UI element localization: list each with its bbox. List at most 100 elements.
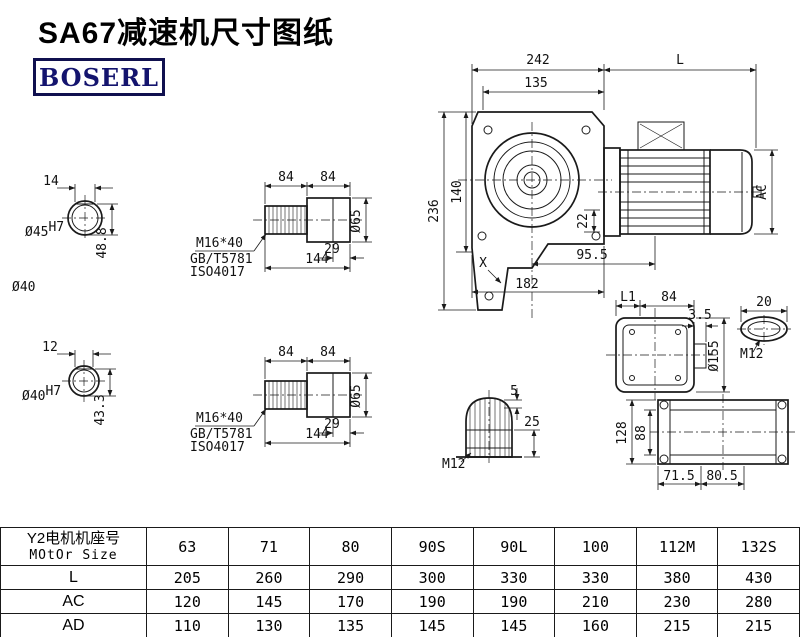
- dim-dia-65: Ø65: [349, 384, 364, 407]
- standard-gb: GB/T5781: [190, 252, 253, 267]
- shaft-view-top: 84 84 29 144 Ø65 M16*40 GB/T5781 ISO4017: [190, 170, 372, 280]
- bore-dia-label-45: Ø45H7: [25, 220, 64, 240]
- table-cell: 190: [390, 589, 474, 614]
- table-cell: 215: [717, 613, 800, 637]
- dim-20: 20: [756, 295, 772, 310]
- dim-keyway-14: 14: [43, 174, 59, 189]
- page-title: SA67减速机尺寸图纸: [38, 17, 335, 50]
- standard-iso: ISO4017: [190, 265, 245, 280]
- frame-size-header: 71: [227, 527, 311, 566]
- thread-spec: M16*40: [196, 411, 243, 426]
- row-label: AD: [0, 613, 147, 637]
- dim-71-5: 71.5: [663, 469, 694, 484]
- dim-keyway-12: 12: [42, 340, 58, 355]
- dim-182: 182: [515, 277, 538, 292]
- dim-25: 25: [524, 415, 540, 430]
- dim-242: 242: [526, 53, 549, 68]
- thread-m12-label: M12: [442, 457, 465, 472]
- plug-view: 5 25 M12: [442, 384, 540, 472]
- technical-drawing: 242 L 135 236 140 AC 22 95.5 182 X 14: [12, 53, 796, 490]
- dim-29: 29: [324, 242, 340, 257]
- dim-128: 128: [615, 421, 630, 444]
- table-cell: 135: [309, 613, 392, 637]
- table-cell: 330: [472, 565, 556, 590]
- dim-L: L: [676, 53, 684, 68]
- dim-AC: AC: [755, 184, 770, 200]
- dim-22: 22: [576, 213, 591, 229]
- table-cell: 145: [390, 613, 474, 637]
- dim-84-a: 84: [278, 345, 294, 360]
- frame-size-header: 80: [309, 527, 392, 566]
- bore-dia-value: Ø45: [25, 225, 48, 240]
- bore-tolerance: H7: [45, 384, 61, 399]
- bore-view-top: 14 Ø45H7 48.8 Ø40: [12, 174, 118, 295]
- table-cell: 290: [309, 565, 392, 590]
- dim-84-a: 84: [278, 170, 294, 185]
- dim-48-8: 48.8: [95, 227, 110, 258]
- table-cell: 205: [146, 565, 229, 590]
- table-cell: 230: [635, 589, 719, 614]
- table-cell: 170: [309, 589, 392, 614]
- dim-29: 29: [324, 417, 340, 432]
- table-cell: 380: [635, 565, 719, 590]
- dim-140: 140: [450, 180, 465, 203]
- dim-dia-155: Ø155: [707, 340, 722, 371]
- shaft-view-bottom: 84 84 29 144 Ø65 M16*40 GB/T5781 ISO4017: [190, 345, 372, 455]
- surface-mark-x: X: [479, 256, 487, 271]
- table-row-L: L 205 260 290 300 330 330 380 430: [0, 565, 800, 590]
- dim-236: 236: [427, 199, 442, 222]
- frame-size-header: 90S: [390, 527, 474, 566]
- thread-spec: M16*40: [196, 236, 243, 251]
- bore-tolerance: H7: [48, 220, 64, 235]
- row-label: L: [0, 565, 147, 590]
- dim-5: 5: [510, 384, 518, 399]
- bore-dia-label-40: Ø40H7: [22, 384, 61, 404]
- table-cell: 300: [390, 565, 474, 590]
- table-cell: 145: [472, 613, 556, 637]
- dim-84: 84: [661, 290, 677, 305]
- table-cell: 330: [554, 565, 637, 590]
- table-cell: 190: [472, 589, 556, 614]
- table-cell: 145: [227, 589, 311, 614]
- table-cell: 280: [717, 589, 800, 614]
- dim-144: 144: [305, 252, 329, 267]
- side-view: L1 84 3.5 Ø155 20 M12: [606, 290, 791, 400]
- table-cell: 120: [146, 589, 229, 614]
- dim-L1: L1: [620, 290, 636, 305]
- dim-135: 135: [524, 76, 547, 91]
- main-view: 242 L 135 236 140 AC 22 95.5 182 X: [427, 53, 778, 320]
- thread-m12-label: M12: [740, 347, 763, 362]
- table-cell: 130: [227, 613, 311, 637]
- table-cell: 260: [227, 565, 311, 590]
- dim-144: 144: [305, 427, 329, 442]
- table-cell: 430: [717, 565, 800, 590]
- table-cell: 160: [554, 613, 637, 637]
- motor-size-label-cn: Y2电机机座号: [26, 530, 121, 547]
- dim-84-b: 84: [320, 170, 336, 185]
- shaft-dia-label-40: Ø40: [12, 280, 35, 295]
- bore-dia-value: Ø40: [22, 389, 45, 404]
- motor-frame-size-table: Y2电机机座号 MOtOr Size 63 71 80 90S 90L 100 …: [0, 527, 800, 637]
- bore-view-bottom: 12 Ø40H7 43.3: [22, 340, 116, 426]
- base-view: 128 88 71.5 80.5: [615, 394, 796, 490]
- standard-iso: ISO4017: [190, 440, 245, 455]
- frame-size-header: 132S: [717, 527, 800, 566]
- dim-80-5: 80.5: [706, 469, 737, 484]
- dim-dia-65: Ø65: [349, 209, 364, 232]
- dim-84-b: 84: [320, 345, 336, 360]
- frame-size-header: 112M: [635, 527, 719, 566]
- dim-95-5: 95.5: [576, 248, 607, 263]
- dim-3-5: 3.5: [688, 308, 711, 323]
- dim-43-3: 43.3: [93, 394, 108, 425]
- table-cell: 110: [146, 613, 229, 637]
- table-corner-cell: Y2电机机座号 MOtOr Size: [0, 527, 147, 566]
- standard-gb: GB/T5781: [190, 427, 253, 442]
- table-row-AC: AC 120 145 170 190 190 210 230 280: [0, 589, 800, 614]
- table-header-row: Y2电机机座号 MOtOr Size 63 71 80 90S 90L 100 …: [0, 527, 800, 566]
- table-cell: 210: [554, 589, 637, 614]
- brand-logo: BOSERL: [33, 58, 165, 96]
- frame-size-header: 100: [554, 527, 637, 566]
- dim-88: 88: [634, 425, 649, 441]
- frame-size-header: 63: [146, 527, 229, 566]
